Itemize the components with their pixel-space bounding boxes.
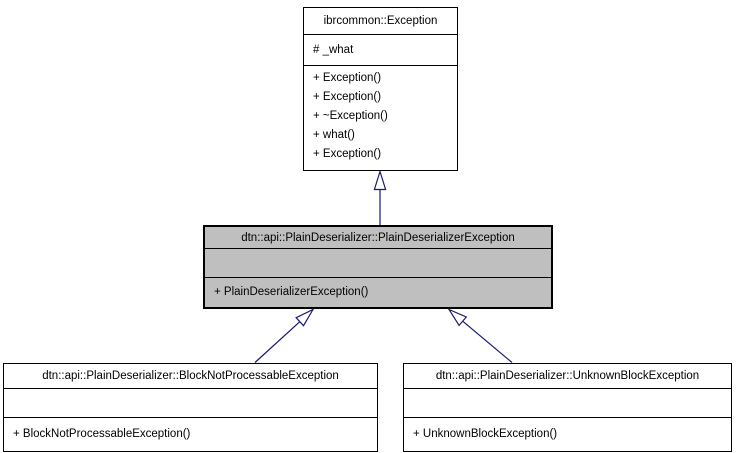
methods-compartment: + Exception() + Exception() + ~Exception… xyxy=(304,66,457,170)
attribute-row: # _what xyxy=(313,43,354,56)
method-row: + BlockNotProcessableException() xyxy=(13,428,191,440)
attributes-compartment xyxy=(4,389,377,418)
class-title: dtn::api::PlainDeserializer::BlockNotPro… xyxy=(4,364,377,389)
attributes-compartment xyxy=(205,249,551,278)
method-row: + PlainDeserializerException() xyxy=(214,286,369,298)
attributes-compartment xyxy=(404,389,731,418)
method-row: + UnknownBlockException() xyxy=(413,428,558,440)
inheritance-arrow-from-unknownblock xyxy=(447,308,513,363)
method-row: + what() xyxy=(313,129,355,141)
method-row: + Exception() xyxy=(313,91,382,103)
method-row: + Exception() xyxy=(313,148,382,160)
methods-compartment: + BlockNotProcessableException() xyxy=(4,418,377,451)
class-node-blocknotprocessableexception[interactable]: dtn::api::PlainDeserializer::BlockNotPro… xyxy=(3,363,378,452)
method-row: + Exception() xyxy=(313,72,382,84)
attributes-compartment: # _what xyxy=(304,35,457,66)
methods-compartment: + PlainDeserializerException() xyxy=(205,278,551,307)
class-title: dtn::api::PlainDeserializer::UnknownBloc… xyxy=(404,364,731,389)
class-title: dtn::api::PlainDeserializer::PlainDeseri… xyxy=(205,227,551,249)
class-title: ibrcommon::Exception xyxy=(304,8,457,35)
inheritance-arrow-from-blocknotprocessable xyxy=(254,308,315,363)
method-row: + ~Exception() xyxy=(313,110,388,122)
inheritance-arrow-to-exception xyxy=(373,169,387,225)
class-node-ibrcommon-exception[interactable]: ibrcommon::Exception # _what + Exception… xyxy=(303,7,458,171)
class-node-plaindeserializerexception[interactable]: dtn::api::PlainDeserializer::PlainDeseri… xyxy=(203,225,553,309)
methods-compartment: + UnknownBlockException() xyxy=(404,418,731,451)
class-node-unknownblockexception[interactable]: dtn::api::PlainDeserializer::UnknownBloc… xyxy=(403,363,732,452)
